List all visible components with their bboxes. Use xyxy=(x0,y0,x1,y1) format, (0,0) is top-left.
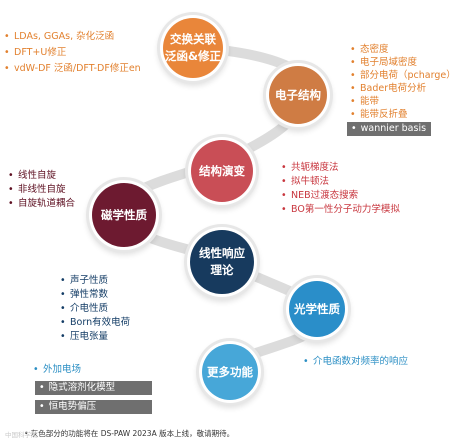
list-item: •拟牛顿法 xyxy=(281,176,330,187)
tag-constant-potential: •恒电势偏压 xyxy=(35,400,152,414)
node-more-functions[interactable]: 更多功能 xyxy=(202,344,258,400)
list-item: •LDAs, GGAs, 杂化泛函 xyxy=(4,31,115,42)
list-item: •自旋轨道耦合 xyxy=(8,198,76,209)
node-structure-label: 结构演变 xyxy=(199,163,245,178)
tag-wannier-basis: •wannier basis xyxy=(347,122,432,136)
list-item: •非线性自旋 xyxy=(8,184,66,195)
list-exchange-features: •LDAs, GGAs, 杂化泛函 •DFT+U修正 •vdW-DF 泛函/DF… xyxy=(4,29,141,77)
list-item: •vdW-DF 泛函/DFT-DF修正en xyxy=(4,63,141,74)
list-item: •DFT+U修正 xyxy=(4,47,67,58)
list-item: •声子性质 xyxy=(60,275,109,286)
list-electronic-features: •态密度 •电子局域密度 •部分电荷（pcharge） •Bader电荷分析 •… xyxy=(350,43,455,121)
list-item: •介电函数对频率的响应 xyxy=(303,356,409,367)
list-item: •态密度 xyxy=(350,44,389,55)
list-item: •部分电荷（pcharge） xyxy=(350,70,455,81)
node-structure-evolution[interactable]: 结构演变 xyxy=(191,140,253,202)
list-item: •介电性质 xyxy=(60,303,109,314)
list-item: •BO第一性分子动力学模拟 xyxy=(281,204,400,215)
list-item: •电子局域密度 xyxy=(350,57,418,68)
list-item: •压电张量 xyxy=(60,331,109,342)
node-exchange-correlation[interactable]: 交换关联 泛函&修正 xyxy=(163,18,223,78)
tag-implicit-solvation: •隐式溶剂化模型 xyxy=(35,381,152,395)
node-optical-label: 光学性质 xyxy=(294,301,340,316)
node-linear-response[interactable]: 线性响应 理论 xyxy=(190,230,254,294)
list-item: •弹性常数 xyxy=(60,289,109,300)
list-item: •能带 xyxy=(350,96,380,107)
list-optical-features: •介电函数对频率的响应 xyxy=(303,355,408,369)
list-linear-response-features: •声子性质 •弹性常数 •介电性质 •Born有效电荷 •压电张量 xyxy=(60,274,130,344)
list-item: •Born有效电荷 xyxy=(60,317,131,328)
node-magnetic-properties[interactable]: 磁学性质 xyxy=(92,183,156,247)
list-item: •能带反折叠 xyxy=(350,109,408,120)
list-more-features: •外加电场 xyxy=(33,363,81,377)
node-optical-properties[interactable]: 光学性质 xyxy=(289,281,345,337)
node-more-label: 更多功能 xyxy=(207,364,253,379)
footnote: • 灰色部分的功能将在 DS-PAW 2023A 版本上线，敬请期待。 xyxy=(24,429,235,438)
list-structure-features: •共轭梯度法 •拟牛顿法 •NEB过渡态搜索 •BO第一性分子动力学模拟 xyxy=(281,161,400,217)
list-item: •外加电场 xyxy=(33,364,82,375)
list-item: •NEB过渡态搜索 xyxy=(281,190,359,201)
node-magnetic-label: 磁学性质 xyxy=(101,207,147,222)
list-item: •共轭梯度法 xyxy=(281,162,339,173)
node-exchange-label: 交换关联 泛函&修正 xyxy=(164,32,222,63)
watermark: 中国科学院 xyxy=(5,431,38,439)
node-electronic-structure[interactable]: 电子结构 xyxy=(269,66,327,124)
node-linear-label: 线性响应 理论 xyxy=(199,246,245,277)
node-electronic-label: 电子结构 xyxy=(275,87,321,102)
list-magnetic-features: •线性自旋 •非线性自旋 •自旋轨道耦合 xyxy=(8,169,75,211)
list-item: •线性自旋 xyxy=(8,170,57,181)
list-item: •Bader电荷分析 xyxy=(350,83,427,94)
